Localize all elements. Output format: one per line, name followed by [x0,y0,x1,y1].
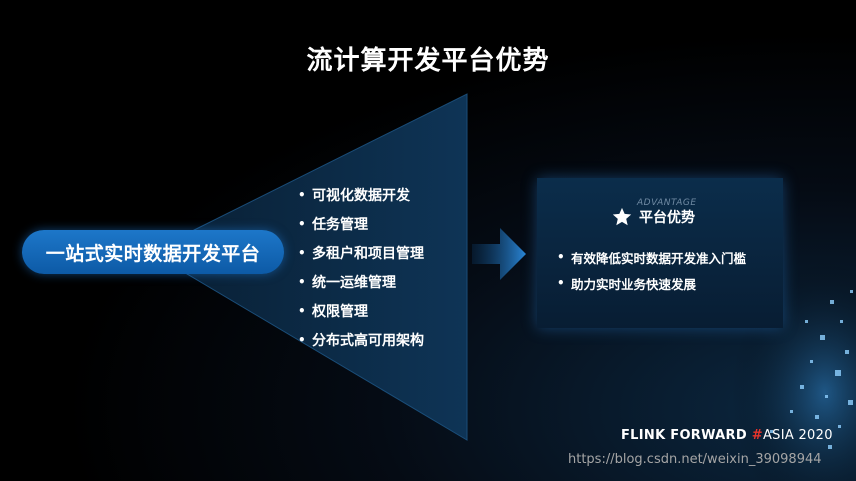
bullet: • [298,274,306,289]
panel-header: 平台优势 [611,206,695,228]
panel-title: 平台优势 [639,210,695,226]
bullet: • [298,303,306,318]
bullet: • [557,250,565,264]
list-item: • 多租户和项目管理 [298,238,424,267]
bullet: • [298,216,306,231]
bullet: • [298,332,306,347]
list-item: • 有效降低实时数据开发准入门槛 [557,244,746,270]
event-logo: FLINK FORWARD #ASIA 2020 [621,428,833,443]
advantage-panel: ADVANTAGE 平台优势 • 有效降低实时数据开发准入门槛 • 助力实时业务快速… [537,178,783,328]
list-item: • 权限管理 [298,296,424,325]
advantage-label: 助力实时业务快速发展 [571,276,697,292]
feature-label: 统一运维管理 [312,274,396,291]
feature-list: • 可视化数据开发 • 任务管理 • 多租户和项目管理 • 统一运维管理 • 权限管理 •… [298,180,424,354]
feature-label: 可视化数据开发 [312,187,410,204]
list-item: • 助力实时业务快速发展 [557,270,746,296]
url-watermark: https://blog.csdn.net/weixin_39098944 [568,452,822,467]
arrow-right-icon [472,228,526,280]
logo-brand: FLINK FORWARD [621,428,752,443]
feature-label: 分布式高可用架构 [312,332,424,349]
list-item: • 分布式高可用架构 [298,325,424,354]
bullet: • [298,187,306,202]
slide-title: 流计算开发平台优势 [306,46,550,76]
list-item: • 统一运维管理 [298,267,424,296]
feature-label: 任务管理 [312,216,368,233]
bullet: • [557,276,565,290]
logo-hash: # [751,428,763,443]
bullet: • [298,245,306,260]
list-item: • 可视化数据开发 [298,180,424,209]
logo-asia: ASIA 2020 [762,428,833,443]
feature-label: 多租户和项目管理 [312,245,424,262]
star-icon [612,207,632,226]
advantage-list: • 有效降低实时数据开发准入门槛 • 助力实时业务快速发展 [557,244,746,296]
list-item: • 任务管理 [298,209,424,238]
feature-label: 权限管理 [312,303,368,320]
advantage-label: 有效降低实时数据开发准入门槛 [571,250,747,266]
funnel-triangle [148,93,468,441]
platform-pill: 一站式实时数据开发平台 [22,230,284,274]
panel-watermark: ADVANTAGE [637,198,697,208]
